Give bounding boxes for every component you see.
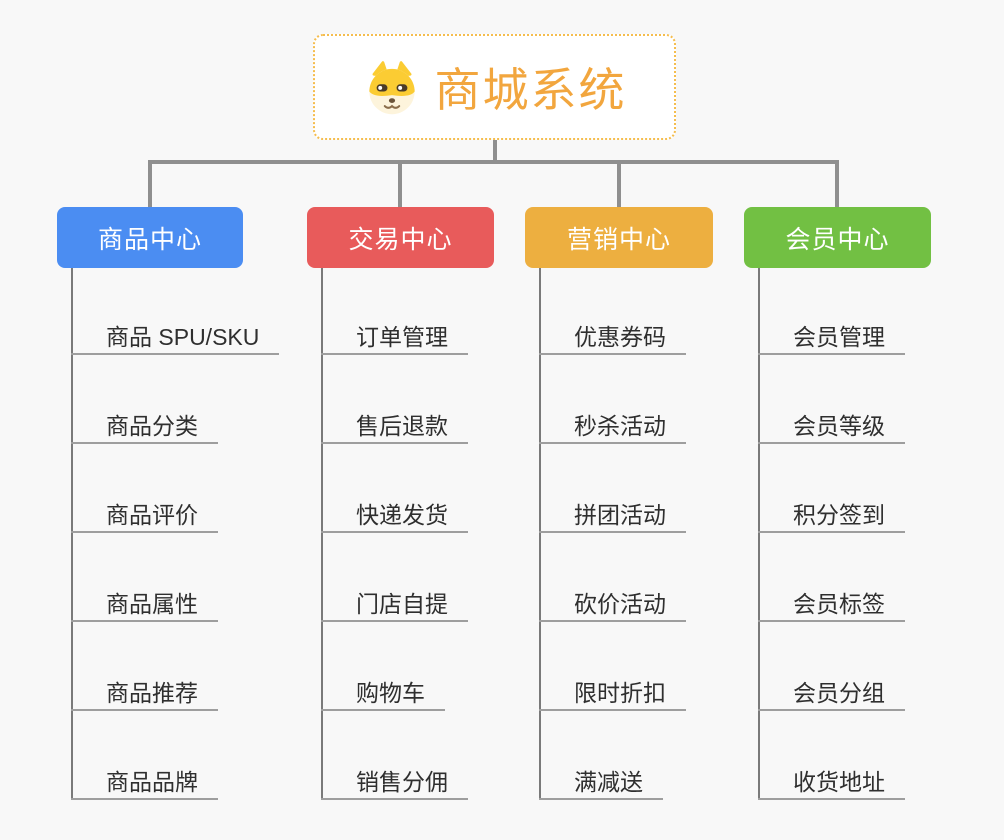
connector-branch-trunk	[539, 268, 541, 800]
child-topic[interactable]: 优惠券码	[539, 319, 686, 355]
branch-trade-center: 交易中心 订单管理 售后退款 快递发货 门店自提 购物车 销售分佣	[307, 207, 494, 807]
child-topic[interactable]: 商品分类	[71, 408, 218, 444]
connector-branch-trunk	[758, 268, 760, 800]
child-topic[interactable]: 会员等级	[758, 408, 905, 444]
child-topic[interactable]: 会员分组	[758, 675, 905, 711]
connector-horizontal-bar	[148, 160, 839, 164]
branch-member-center: 会员中心 会员管理 会员等级 积分签到 会员标签 会员分组 收货地址	[744, 207, 931, 807]
child-topic[interactable]: 限时折扣	[539, 675, 686, 711]
child-topic[interactable]: 销售分佣	[321, 764, 468, 800]
child-topic[interactable]: 快递发货	[321, 497, 468, 533]
child-topic[interactable]: 积分签到	[758, 497, 905, 533]
child-topic[interactable]: 门店自提	[321, 586, 468, 622]
root-topic-label: 商城系统	[434, 64, 627, 116]
connector-branch-trunk	[71, 268, 73, 800]
child-topic[interactable]: 售后退款	[321, 408, 468, 444]
child-topic[interactable]: 拼团活动	[539, 497, 686, 533]
branch-product-center: 商品中心 商品 SPU/SKU 商品分类 商品评价 商品属性 商品推荐 商品品牌	[57, 207, 280, 807]
child-topic[interactable]: 会员管理	[758, 319, 905, 355]
child-topic[interactable]: 满减送	[539, 764, 663, 800]
branch-topic[interactable]: 商品中心	[57, 207, 243, 268]
child-topic[interactable]: 购物车	[321, 675, 445, 711]
child-topic[interactable]: 商品评价	[71, 497, 218, 533]
branch-marketing-center: 营销中心 优惠券码 秒杀活动 拼团活动 砍价活动 限时折扣 满减送	[525, 207, 713, 807]
child-topic[interactable]: 商品属性	[71, 586, 218, 622]
child-topic[interactable]: 会员标签	[758, 586, 905, 622]
child-topic[interactable]: 订单管理	[321, 319, 468, 355]
child-topic[interactable]: 秒杀活动	[539, 408, 686, 444]
branch-topic[interactable]: 营销中心	[525, 207, 713, 268]
child-topic[interactable]: 收货地址	[758, 764, 905, 800]
branch-topic[interactable]: 会员中心	[744, 207, 931, 268]
dog-face-icon	[368, 61, 415, 115]
connector-root-stub	[493, 140, 497, 164]
connector-drop-branch-2	[398, 160, 402, 208]
child-topic[interactable]: 商品 SPU/SKU	[71, 319, 280, 355]
root-topic[interactable]: 商城系统	[313, 34, 676, 140]
child-topic[interactable]: 商品推荐	[71, 675, 218, 711]
child-topic[interactable]: 砍价活动	[539, 586, 686, 622]
child-topic[interactable]: 商品品牌	[71, 764, 218, 800]
connector-drop-branch-1	[148, 160, 152, 208]
connector-branch-trunk	[321, 268, 323, 800]
branch-topic[interactable]: 交易中心	[307, 207, 494, 268]
connector-drop-branch-4	[835, 160, 839, 208]
connector-drop-branch-3	[617, 160, 621, 208]
